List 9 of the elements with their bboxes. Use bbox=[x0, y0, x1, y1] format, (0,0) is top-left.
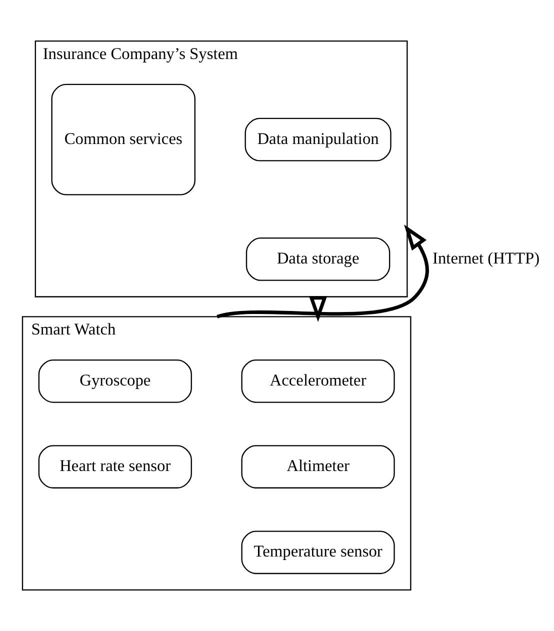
node-box: Accelerometer bbox=[241, 359, 395, 403]
node-box: Data storage bbox=[246, 238, 390, 281]
node-box: Heart rate sensor bbox=[38, 445, 192, 488]
node-box: Data manipulation bbox=[244, 118, 392, 162]
node-box: Temperature sensor bbox=[241, 530, 395, 574]
node-box: Common services bbox=[51, 84, 196, 196]
edge-label: Internet (HTTP) bbox=[432, 248, 540, 268]
node-box: Gyroscope bbox=[38, 359, 192, 403]
node-box: Altimeter bbox=[241, 445, 395, 488]
